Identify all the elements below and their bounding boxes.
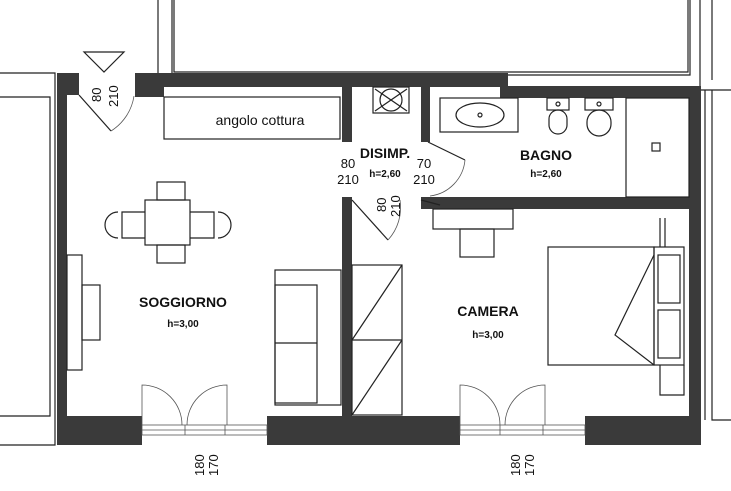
tv-cabinet-icon xyxy=(66,254,101,371)
desk-icon xyxy=(432,208,514,258)
window-camera[interactable] xyxy=(459,384,586,436)
room-height-bagno: h=2,60 xyxy=(530,169,562,180)
door-soggiorno-disimp-height: 210 xyxy=(337,172,359,187)
door-bagno-height: 210 xyxy=(413,172,435,187)
shower-drain-icon xyxy=(651,142,661,152)
room-name-camera: CAMERA xyxy=(457,303,518,319)
kitchen-counter xyxy=(163,96,341,140)
north-arrow-icon xyxy=(82,51,126,73)
door-bagno[interactable] xyxy=(427,141,466,197)
sofa-icon xyxy=(274,269,342,406)
door-entrance-width: 80 xyxy=(89,88,104,102)
dining-table-icon xyxy=(104,181,232,264)
door-soggiorno-disimp-width: 80 xyxy=(341,156,355,171)
ventilation-shaft-icon xyxy=(372,86,410,114)
room-name-soggiorno: SOGGIORNO xyxy=(139,294,227,310)
window-camera-width: 180 xyxy=(508,454,523,476)
door-bagno-width: 70 xyxy=(417,156,431,171)
toilet-icon xyxy=(584,97,614,137)
shower-tray xyxy=(625,97,690,198)
room-height-disimpegno: h=2,60 xyxy=(369,169,401,180)
double-bed-icon xyxy=(547,218,685,396)
door-camera-width: 80 xyxy=(374,198,389,212)
door-entrance[interactable] xyxy=(78,94,135,132)
window-camera-height: 170 xyxy=(522,454,537,476)
kitchen-label: angolo cottura xyxy=(216,112,305,128)
room-name-disimpegno: DISIMP. xyxy=(360,145,410,161)
door-entrance-height: 210 xyxy=(106,85,121,107)
sink-icon xyxy=(439,97,519,133)
bidet-icon xyxy=(546,97,570,135)
wardrobe-icon xyxy=(351,264,403,416)
door-camera-height: 210 xyxy=(388,195,403,217)
door-camera[interactable] xyxy=(420,199,441,206)
walls xyxy=(57,73,701,445)
room-height-camera: h=3,00 xyxy=(472,330,504,341)
window-soggiorno-height: 170 xyxy=(206,454,221,476)
window-soggiorno[interactable] xyxy=(141,384,268,436)
room-name-bagno: BAGNO xyxy=(520,147,572,163)
window-soggiorno-width: 180 xyxy=(192,454,207,476)
door-soggiorno-disimp[interactable] xyxy=(351,199,401,241)
room-height-soggiorno: h=3,00 xyxy=(167,319,199,330)
